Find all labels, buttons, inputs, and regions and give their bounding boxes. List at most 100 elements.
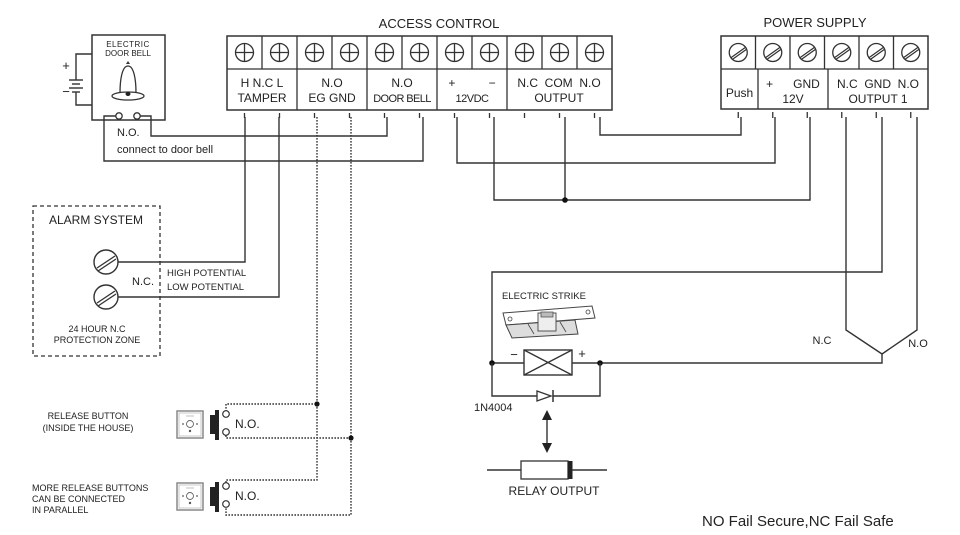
power-terminal-screw-2 [763, 42, 783, 63]
alarm-terminal-low [93, 284, 119, 310]
electric-strike-icon [502, 305, 596, 339]
12v-gnd-wire [493, 117, 811, 201]
doorbell-wire-2 [103, 115, 424, 162]
high-potential-label: HIGH POTENTIAL [167, 268, 246, 279]
exit-pins-label: N.O [321, 76, 342, 90]
bell-contact-2 [133, 112, 141, 120]
low-potential-label: LOW POTENTIAL [167, 282, 244, 293]
tamper-label: TAMPER [237, 91, 286, 105]
bell-contact-label: N.O. [117, 127, 140, 139]
tamper-high-wire [116, 117, 246, 263]
release-button-2-label-3: IN PARALLEL [32, 505, 88, 515]
fail-mode-note: NO Fail Secure,NC Fail Safe [702, 513, 894, 530]
battery-icon [69, 53, 92, 106]
output1-common-wire [600, 354, 883, 364]
12v-pins-label: + GND [766, 77, 820, 91]
diode-icon [536, 390, 554, 402]
output1-label: OUTPUT 1 [848, 92, 907, 106]
output1-pins-label: N.C GND N.O [837, 77, 919, 91]
output-label: OUTPUT [534, 91, 584, 105]
push-switch-icon [210, 482, 230, 512]
wires [103, 115, 918, 516]
tamper-low-wire [116, 117, 280, 298]
output1-no-wire [881, 117, 918, 355]
access-terminal-screw-8 [479, 42, 500, 63]
electric-strike-title: ELECTRIC STRIKE [502, 291, 586, 302]
output-no-label: N.O [908, 338, 928, 350]
release-button-2: MORE RELEASE BUTTONS CAN BE CONNECTED IN… [32, 482, 260, 515]
release-button-2-label-1: MORE RELEASE BUTTONS [32, 483, 148, 493]
battery-plus: + [62, 58, 70, 73]
bell-icon [111, 61, 145, 101]
exit-gnd-label: EG GND [308, 91, 356, 105]
power-supply-title: POWER SUPPLY [763, 15, 866, 30]
output-pins-label: N.C COM N.O [517, 76, 600, 90]
output-nc-label: N.C [813, 335, 832, 347]
push-wire [599, 117, 742, 136]
power-supply-terminals [728, 36, 921, 118]
relay-output-icon [487, 460, 607, 480]
release-button-1-label-2: (INSIDE THE HOUSE) [43, 423, 134, 433]
push-label: Push [726, 86, 753, 100]
12vdc-label: 12VDC [456, 93, 490, 105]
access-terminal-screw-11 [584, 42, 605, 63]
access-terminal-screw-4 [339, 42, 360, 63]
zone-label-1: 24 HOUR N.C [68, 324, 126, 334]
strike-plus: + [578, 346, 586, 361]
power-supply-block: POWER SUPPLY Push + GND 12V N.C GND N.O … [720, 15, 929, 118]
alarm-nc-label: N.C. [132, 276, 154, 288]
access-terminal-screw-1 [234, 42, 255, 63]
power-pins-label: + − [448, 76, 495, 90]
access-terminal-screw-10 [549, 42, 570, 63]
door-bell-block: ELECTRIC DOOR BELL + − N.O. connect to d… [62, 34, 213, 156]
alarm-system-box [32, 205, 161, 357]
output1-nc-wire [845, 117, 883, 355]
doorbell-pins-label: N.O [391, 76, 412, 90]
doorbell-wire-1 [140, 115, 388, 137]
alarm-system-title: ALARM SYSTEM [49, 213, 143, 227]
gnd-wire-parallel-1 [225, 438, 352, 516]
power-terminal-screw-4 [832, 42, 852, 63]
access-terminal-screw-7 [444, 42, 465, 63]
door-bell-title-1: ELECTRIC [106, 40, 150, 49]
power-terminal-screw-3 [797, 42, 817, 63]
electric-strike-block: ELECTRIC STRIKE − + 1N4004 [474, 291, 607, 498]
strike-minus: − [510, 347, 518, 362]
power-terminal-screw-1 [728, 42, 748, 63]
doorbell-label: DOOR BELL [373, 93, 431, 105]
access-terminal-screw-9 [514, 42, 535, 63]
access-terminal-screw-5 [374, 42, 395, 63]
push-switch-icon [210, 410, 230, 440]
double-arrow-icon [542, 410, 552, 453]
release-button-2-label-2: CAN BE CONNECTED [32, 494, 126, 504]
release-button-2-contact: N.O. [235, 489, 260, 503]
alarm-terminal-high [93, 249, 119, 275]
zone-label-2: PROTECTION ZONE [54, 335, 141, 345]
power-terminal-screw-5 [866, 42, 886, 63]
gnd-wire-1 [225, 117, 352, 439]
access-terminal-screw-2 [269, 42, 290, 63]
output1-gnd-wire [491, 117, 883, 363]
exit-button-icon [176, 482, 204, 511]
alarm-system-block: ALARM SYSTEM N.C. HIGH POTENTIAL LOW POT… [32, 205, 246, 357]
relay-output-label: RELAY OUTPUT [509, 484, 601, 498]
exit-wire-1 [225, 117, 318, 413]
battery-minus: − [62, 84, 70, 99]
access-control-block: ACCESS CONTROL H N.C L TAMPER N.O EG GND… [226, 16, 613, 118]
diode-label: 1N4004 [474, 402, 513, 414]
access-control-terminals [234, 36, 605, 118]
door-bell-title-2: DOOR BELL [105, 49, 151, 58]
exit-wire-parallel-1 [225, 404, 318, 487]
power-terminal-screw-6 [901, 42, 921, 63]
release-button-1-contact: N.O. [235, 417, 260, 431]
12v-plus-wire [456, 117, 776, 164]
bell-contact-1 [115, 112, 123, 120]
release-button-1: RELEASE BUTTON (INSIDE THE HOUSE) N.O. [43, 410, 260, 440]
exit-button-icon [176, 410, 204, 439]
connect-to-door-bell-label: connect to door bell [117, 144, 213, 156]
release-button-1-label-1: RELEASE BUTTON [48, 411, 129, 421]
access-control-title: ACCESS CONTROL [379, 16, 500, 31]
access-terminal-screw-3 [304, 42, 325, 63]
tamper-pins-label: H N.C L [241, 76, 284, 90]
